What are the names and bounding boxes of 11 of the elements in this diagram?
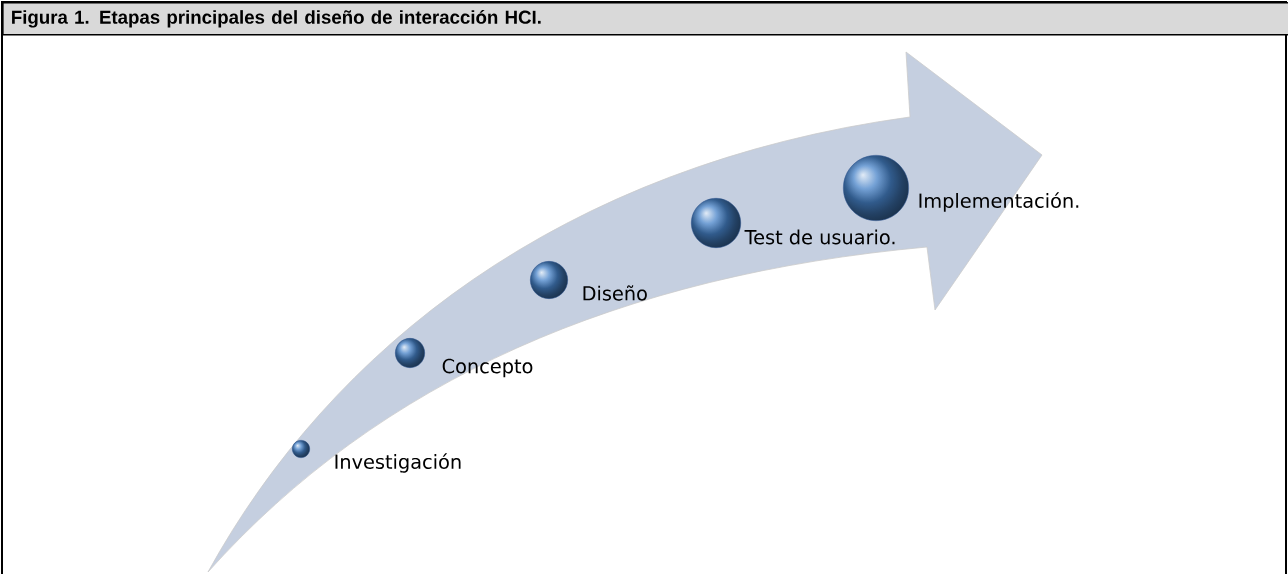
stage-label: Implementación. [919, 192, 1079, 212]
stage-label: Concepto [442, 358, 533, 378]
stage-circle [691, 198, 741, 248]
stage-label: Investigación [335, 453, 461, 473]
stage-circle [843, 155, 909, 221]
title-band: Figura 1. Etapas principales del diseño de interacción HCI. [2, 2, 1288, 36]
stage-circle [292, 440, 310, 458]
stage-label: Test de usuario. [744, 229, 895, 245]
stage-label: Diseño [583, 285, 647, 301]
stage-circle [395, 338, 425, 368]
stage-circle [530, 261, 568, 299]
